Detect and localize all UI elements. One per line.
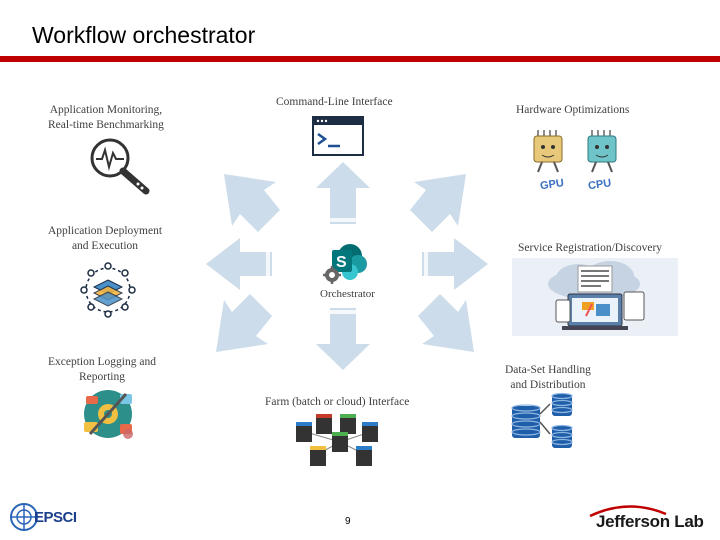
label-hardware: Hardware Optimizations bbox=[516, 104, 630, 116]
arrow-right bbox=[422, 238, 488, 290]
label-monitoring: Application Monitoring, Real-time Benchm… bbox=[48, 103, 164, 133]
label-farm: Farm (batch or cloud) Interface bbox=[265, 396, 410, 408]
orchestrator-icon: S bbox=[323, 244, 367, 284]
label-cli: Command-Line Interface bbox=[276, 96, 393, 108]
svg-text:S: S bbox=[336, 254, 347, 271]
cpu-chip-text: CPU bbox=[587, 177, 612, 192]
gpu-chip-text: GPU bbox=[539, 177, 564, 192]
arrow-down-left bbox=[216, 294, 272, 352]
arrow-up bbox=[316, 162, 370, 224]
jefferson-lab-swoosh-icon bbox=[589, 505, 667, 518]
terminal-window-icon bbox=[312, 116, 364, 156]
cloud-devices-icon bbox=[512, 258, 678, 336]
arrow-down bbox=[316, 308, 370, 370]
server-farm-icon bbox=[296, 414, 378, 466]
magnifier-waveform-icon bbox=[90, 138, 150, 195]
label-logging-line1: Exception Logging and bbox=[48, 356, 156, 368]
page-title: Workflow orchestrator bbox=[32, 22, 256, 48]
title-divider bbox=[0, 56, 720, 62]
arrow-down-right bbox=[418, 294, 474, 352]
epsci-logo-icon bbox=[10, 503, 38, 531]
label-deployment-line2: and Execution bbox=[71, 240, 139, 252]
epsci-logo-text: EPSCI bbox=[34, 509, 77, 526]
label-service: Service Registration/Discovery bbox=[518, 242, 663, 254]
gear-tools-icon bbox=[84, 390, 133, 439]
jefferson-lab-logo-text: Jefferson Lab bbox=[596, 512, 704, 531]
label-monitoring-line1: Application Monitoring, bbox=[49, 104, 163, 116]
arrow-up-left bbox=[224, 174, 280, 232]
layers-network-icon bbox=[80, 262, 136, 318]
label-dataset-line2: and Distribution bbox=[510, 379, 586, 391]
label-monitoring-line2: Real-time Benchmarking bbox=[48, 119, 164, 131]
label-logging: Exception Logging and Reporting bbox=[48, 355, 156, 385]
arrow-up-right bbox=[410, 174, 466, 232]
label-dataset: Data-Set Handling and Distribution bbox=[505, 363, 591, 393]
label-deployment-line1: Application Deployment bbox=[48, 225, 163, 237]
gpu-cpu-chips-icon: GPU CPU bbox=[533, 130, 617, 192]
label-logging-line2: Reporting bbox=[78, 371, 125, 383]
database-network-icon bbox=[511, 392, 573, 448]
page-number: 9 bbox=[345, 516, 351, 527]
arrow-left bbox=[206, 238, 272, 290]
label-dataset-line1: Data-Set Handling bbox=[505, 364, 591, 376]
label-orchestrator: Orchestrator bbox=[320, 288, 375, 300]
label-deployment: Application Deployment and Execution bbox=[48, 224, 162, 254]
